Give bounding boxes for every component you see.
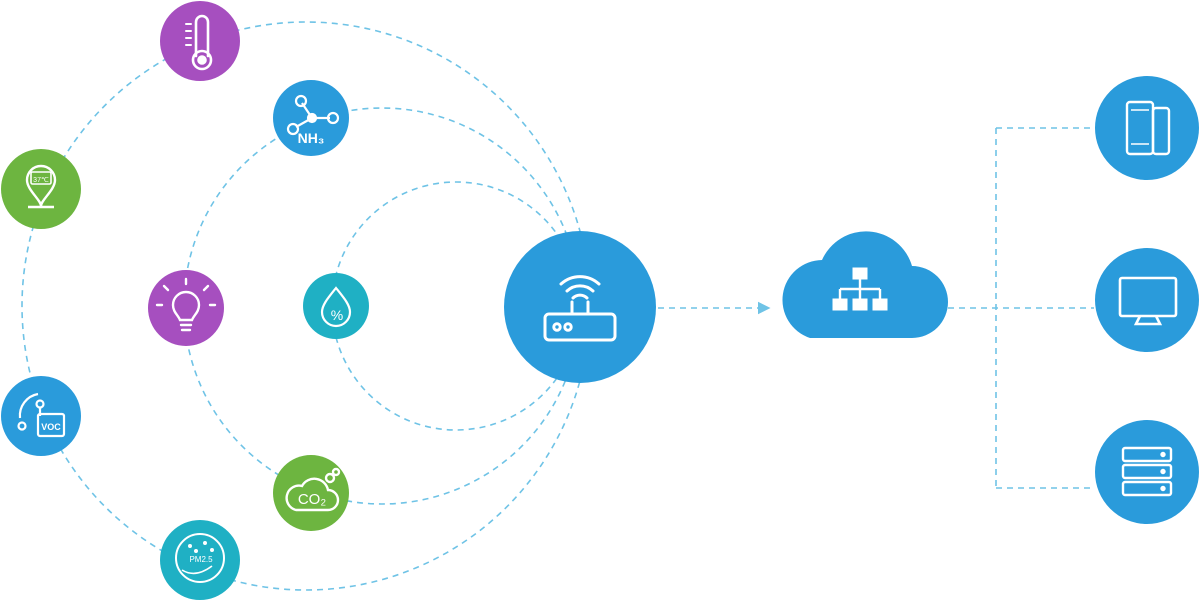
voc-label: VOC [41,422,61,432]
router-icon [543,275,617,342]
server-node-circle [1095,420,1199,524]
thermometer-icon [185,14,213,71]
cloud-shape [782,231,948,338]
pm25-label: PM2.5 [189,555,213,564]
temperature-node-circle [160,1,240,81]
server-rack-icon [1121,446,1173,497]
gateway-node-circle [504,231,656,383]
co2-sensor-node: CO₂ [273,455,349,531]
temperature-sensor-node [160,1,240,81]
network-hierarchy-icon [832,267,888,311]
ammonia-sensor-node: NH₃ [273,80,349,156]
gateway-node [504,231,656,383]
voc-sensor-node: VOC [1,376,81,456]
body-temperature-sensor-node: 37℃ [1,149,81,229]
desktop-node-circle [1095,248,1199,352]
smartphone-icon [1125,100,1171,156]
monitor-icon [1118,276,1178,326]
co2-label: CO₂ [298,491,327,508]
voc-sensor-icon [17,392,66,438]
molecule-icon [286,94,340,136]
lightbulb-icon [155,277,217,332]
mobile-client-node [1095,76,1199,180]
humidity-node-circle [303,273,369,339]
ammonia-label: NH₃ [298,130,325,146]
co2-cloud-icon [285,467,341,512]
pm25-sensor-node: PM2.5 [160,520,240,600]
server-client-node [1095,420,1199,524]
light-sensor-node [148,270,224,346]
cloud-node [782,231,948,338]
thermometer-gun-icon [25,164,57,209]
water-drop-percent-icon [320,286,352,328]
body-temperature-label: 37℃ [33,177,49,184]
cloud-to-clients-lines [948,127,1094,489]
humidity-sensor-node: % [303,273,369,339]
humidity-label: % [331,307,343,323]
pm25-node-circle [160,520,240,600]
body-temperature-node-circle [1,149,81,229]
particulate-icon [175,533,225,583]
mobile-node-circle [1095,76,1199,180]
desktop-client-node [1095,248,1199,352]
